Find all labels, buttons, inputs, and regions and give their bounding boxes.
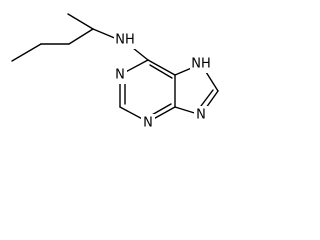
n1-label: N	[115, 68, 125, 83]
atom-n9: N	[194, 106, 208, 124]
bond-c2-nh	[92, 28, 118, 40]
molecule-diagram: NH NH N N N	[11, 13, 219, 132]
atom-ring-nh: NH	[190, 55, 212, 73]
atom-n3: N	[141, 114, 155, 132]
bond-c6-c5	[147, 59, 176, 76]
bond-c4-c5	[11, 43, 42, 62]
amine-nh-label: NH	[115, 33, 135, 48]
ring-nh-label: NH	[191, 57, 211, 72]
bond-c2-c3	[68, 28, 94, 45]
n9-label: N	[196, 108, 206, 123]
bond-nh-c6	[132, 47, 149, 61]
n3-label: N	[143, 116, 153, 131]
atom-n1: N	[113, 66, 127, 84]
atom-amine-nh: NH	[114, 31, 136, 49]
bond-c6-c5-double	[149, 64, 173, 79]
bond-c1-c2	[67, 13, 94, 30]
